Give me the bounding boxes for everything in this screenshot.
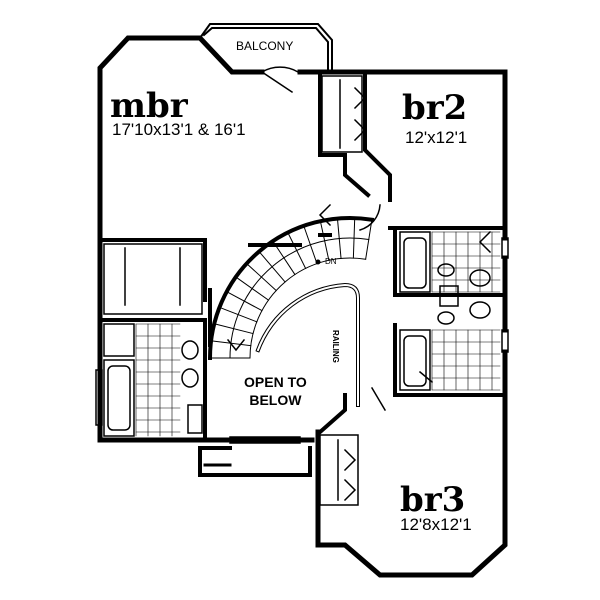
balcony-label: BALCONY (236, 39, 294, 53)
exterior-walls (97, 35, 508, 578)
br3-room-name: br3 (400, 480, 466, 520)
fixtures (103, 231, 491, 437)
stair-tread (258, 250, 286, 283)
lower-landing (198, 446, 312, 477)
open-to-below-label: OPEN TO BELOW (244, 373, 307, 409)
stair-tread (213, 323, 254, 335)
br3-bathtub (399, 329, 431, 391)
stair-tread (365, 219, 373, 260)
stair-arc (249, 257, 367, 359)
balcony-railing (198, 23, 333, 73)
railing-label: RAILING (331, 330, 340, 363)
stair-tread (245, 262, 277, 292)
balcony-door[interactable] (260, 66, 300, 94)
stair-tread (319, 220, 330, 261)
stair-tread (352, 217, 356, 259)
open-to-below-line2: BELOW (249, 392, 302, 408)
br2-room-name: br2 (402, 88, 468, 128)
br3-dimensions: 12'8x12'1 (400, 515, 472, 534)
stair-tread (272, 240, 296, 276)
interior-walls (98, 70, 507, 442)
mbr-bathtub (103, 359, 135, 437)
closets (103, 75, 363, 506)
mbr-shower (103, 323, 135, 357)
windows (95, 237, 509, 444)
curved-stair[interactable] (207, 216, 375, 361)
br2-dimensions: 12'x12'1 (405, 128, 468, 147)
br2-bathtub (399, 231, 431, 293)
mbr-room-name: mbr (110, 86, 188, 126)
stair-tread (218, 306, 258, 323)
stair-tread (235, 276, 270, 301)
stair-tread (336, 218, 342, 259)
dn-label: DN (325, 257, 337, 266)
open-to-below-line1: OPEN TO (244, 374, 307, 390)
mbr-dimensions: 17'10x13'1 & 16'1 (112, 120, 246, 139)
stair-tread (287, 231, 307, 270)
stair-tread (303, 225, 318, 265)
dn-marker-icon (315, 259, 321, 265)
stair-arrow-icon (226, 338, 246, 352)
bath-tile-grid (135, 231, 501, 437)
stair-tread (226, 290, 263, 312)
